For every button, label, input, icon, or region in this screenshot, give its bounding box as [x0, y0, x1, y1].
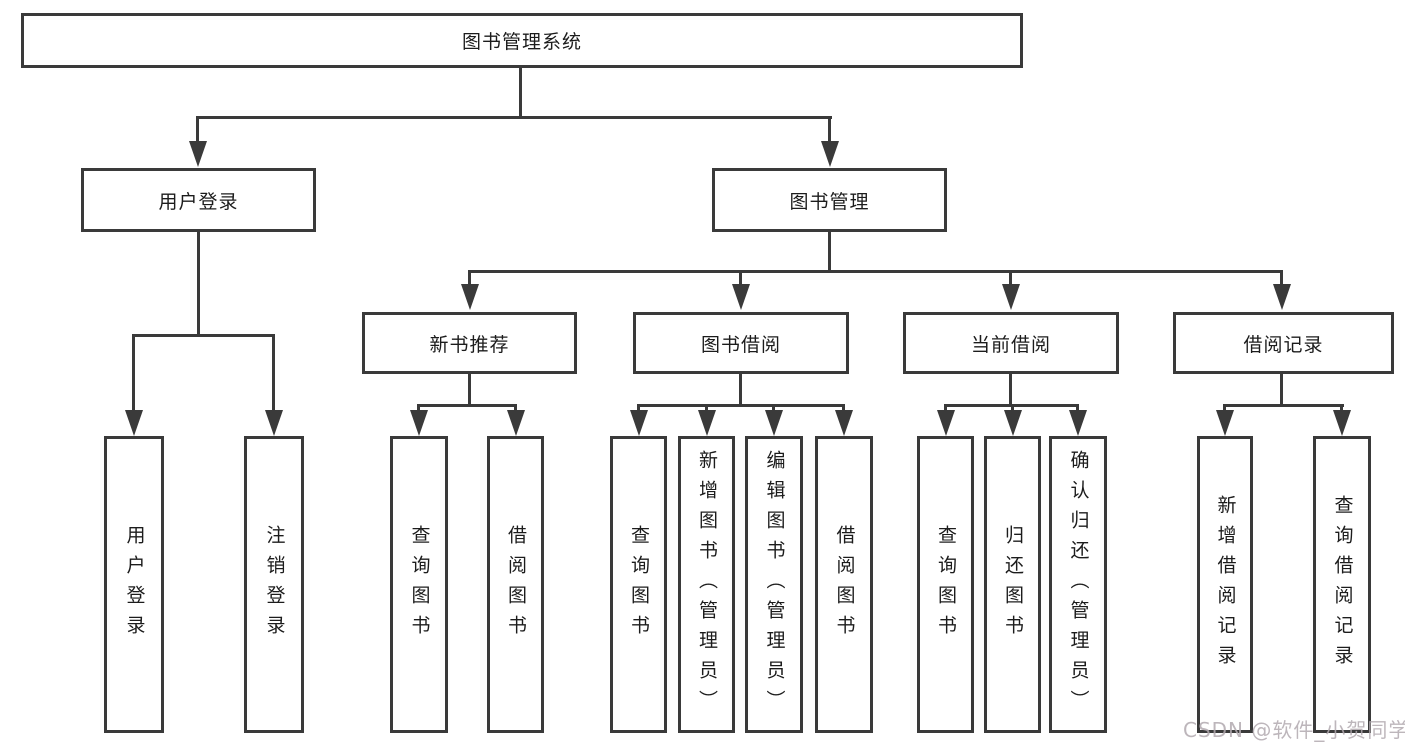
- leaf-recommend-borrow-book-label: 借阅图书: [505, 524, 527, 645]
- node-book-management-label: 图书管理: [789, 190, 870, 213]
- connector-line: [132, 334, 275, 337]
- arrow-down-icon: [125, 410, 143, 436]
- csdn-watermark: CSDN @软件_小贺同学: [1183, 718, 1405, 742]
- arrow-down-icon: [732, 284, 750, 310]
- connector-line: [637, 404, 845, 407]
- arrow-down-icon: [461, 284, 479, 310]
- connector-line: [1223, 404, 1344, 407]
- connector-line: [197, 232, 200, 336]
- connector-line: [196, 116, 832, 119]
- node-borrow-record: 借阅记录: [1173, 312, 1394, 374]
- connector-line: [417, 404, 517, 407]
- connector-line: [468, 374, 471, 407]
- arrow-down-icon: [1004, 410, 1022, 436]
- arrow-down-icon: [765, 410, 783, 436]
- arrow-down-icon: [1069, 410, 1087, 436]
- node-root-label: 图书管理系统: [461, 31, 582, 53]
- arrow-down-icon: [507, 410, 525, 436]
- leaf-return-book: 归还图书: [984, 436, 1041, 733]
- leaf-edit-book-admin: 编辑图书（管理员）: [745, 436, 803, 733]
- arrow-down-icon: [410, 410, 428, 436]
- connector-line: [468, 270, 1283, 273]
- node-current-borrow-label: 当前借阅: [970, 333, 1051, 356]
- leaf-edit-book-admin-label: 编辑图书（管理员）: [763, 449, 786, 720]
- leaf-add-borrow-record: 新增借阅记录: [1197, 436, 1253, 733]
- leaf-recommend-query-book: 查询图书: [390, 436, 448, 733]
- arrow-down-icon: [821, 141, 839, 167]
- node-current-borrow: 当前借阅: [903, 312, 1119, 374]
- leaf-logout: 注销登录: [244, 436, 304, 733]
- node-book-management: 图书管理: [712, 168, 947, 232]
- leaf-query-borrow-record: 查询借阅记录: [1313, 436, 1371, 733]
- leaf-recommend-borrow-book: 借阅图书: [487, 436, 544, 733]
- arrow-down-icon: [698, 410, 716, 436]
- arrow-down-icon: [835, 410, 853, 436]
- connector-line: [272, 334, 275, 412]
- connector-line: [828, 116, 831, 143]
- node-book-borrow: 图书借阅: [633, 312, 849, 374]
- leaf-current-query-book: 查询图书: [917, 436, 974, 733]
- connector-line: [828, 232, 831, 272]
- arrow-down-icon: [937, 410, 955, 436]
- connector-line: [468, 270, 471, 286]
- leaf-add-book-admin-label: 新增图书（管理员）: [696, 449, 718, 720]
- node-user-login-label: 用户登录: [158, 190, 239, 213]
- leaf-query-borrow-record-label: 查询借阅记录: [1331, 494, 1354, 675]
- leaf-borrow-query-book-label: 查询图书: [628, 524, 650, 645]
- leaf-confirm-return-admin: 确认归还（管理员）: [1049, 436, 1107, 733]
- node-new-book-recommend-label: 新书推荐: [429, 333, 510, 356]
- connector-line: [1009, 374, 1012, 407]
- leaf-user-login: 用户登录: [104, 436, 164, 733]
- leaf-borrow-borrow-book-label: 借阅图书: [833, 524, 856, 645]
- leaf-borrow-query-book: 查询图书: [610, 436, 667, 733]
- leaf-logout-label: 注销登录: [263, 524, 286, 645]
- arrow-down-icon: [1002, 284, 1020, 310]
- connector-line: [132, 334, 135, 412]
- arrow-down-icon: [189, 141, 207, 167]
- arrow-down-icon: [265, 410, 283, 436]
- arrow-down-icon: [1273, 284, 1291, 310]
- connector-line: [1009, 270, 1012, 286]
- connector-line: [519, 68, 522, 118]
- leaf-add-book-admin: 新增图书（管理员）: [678, 436, 735, 733]
- leaf-user-login-label: 用户登录: [123, 524, 146, 645]
- leaf-borrow-borrow-book: 借阅图书: [815, 436, 873, 733]
- node-borrow-record-label: 借阅记录: [1243, 333, 1324, 356]
- node-new-book-recommend: 新书推荐: [362, 312, 577, 374]
- node-root: 图书管理系统: [21, 13, 1023, 68]
- arrow-down-icon: [1216, 410, 1234, 436]
- leaf-recommend-query-book-label: 查询图书: [408, 524, 431, 645]
- connector-line: [739, 374, 742, 407]
- arrow-down-icon: [1333, 410, 1351, 436]
- connector-line: [1280, 270, 1283, 286]
- node-book-borrow-label: 图书借阅: [700, 333, 781, 356]
- leaf-current-query-book-label: 查询图书: [935, 524, 957, 645]
- leaf-confirm-return-admin-label: 确认归还（管理员）: [1067, 449, 1090, 720]
- leaf-add-borrow-record-label: 新增借阅记录: [1214, 494, 1237, 675]
- node-user-login: 用户登录: [81, 168, 316, 232]
- connector-line: [196, 116, 199, 143]
- connector-line: [1280, 374, 1283, 407]
- arrow-down-icon: [630, 410, 648, 436]
- leaf-return-book-label: 归还图书: [1002, 524, 1024, 645]
- connector-line: [739, 270, 742, 286]
